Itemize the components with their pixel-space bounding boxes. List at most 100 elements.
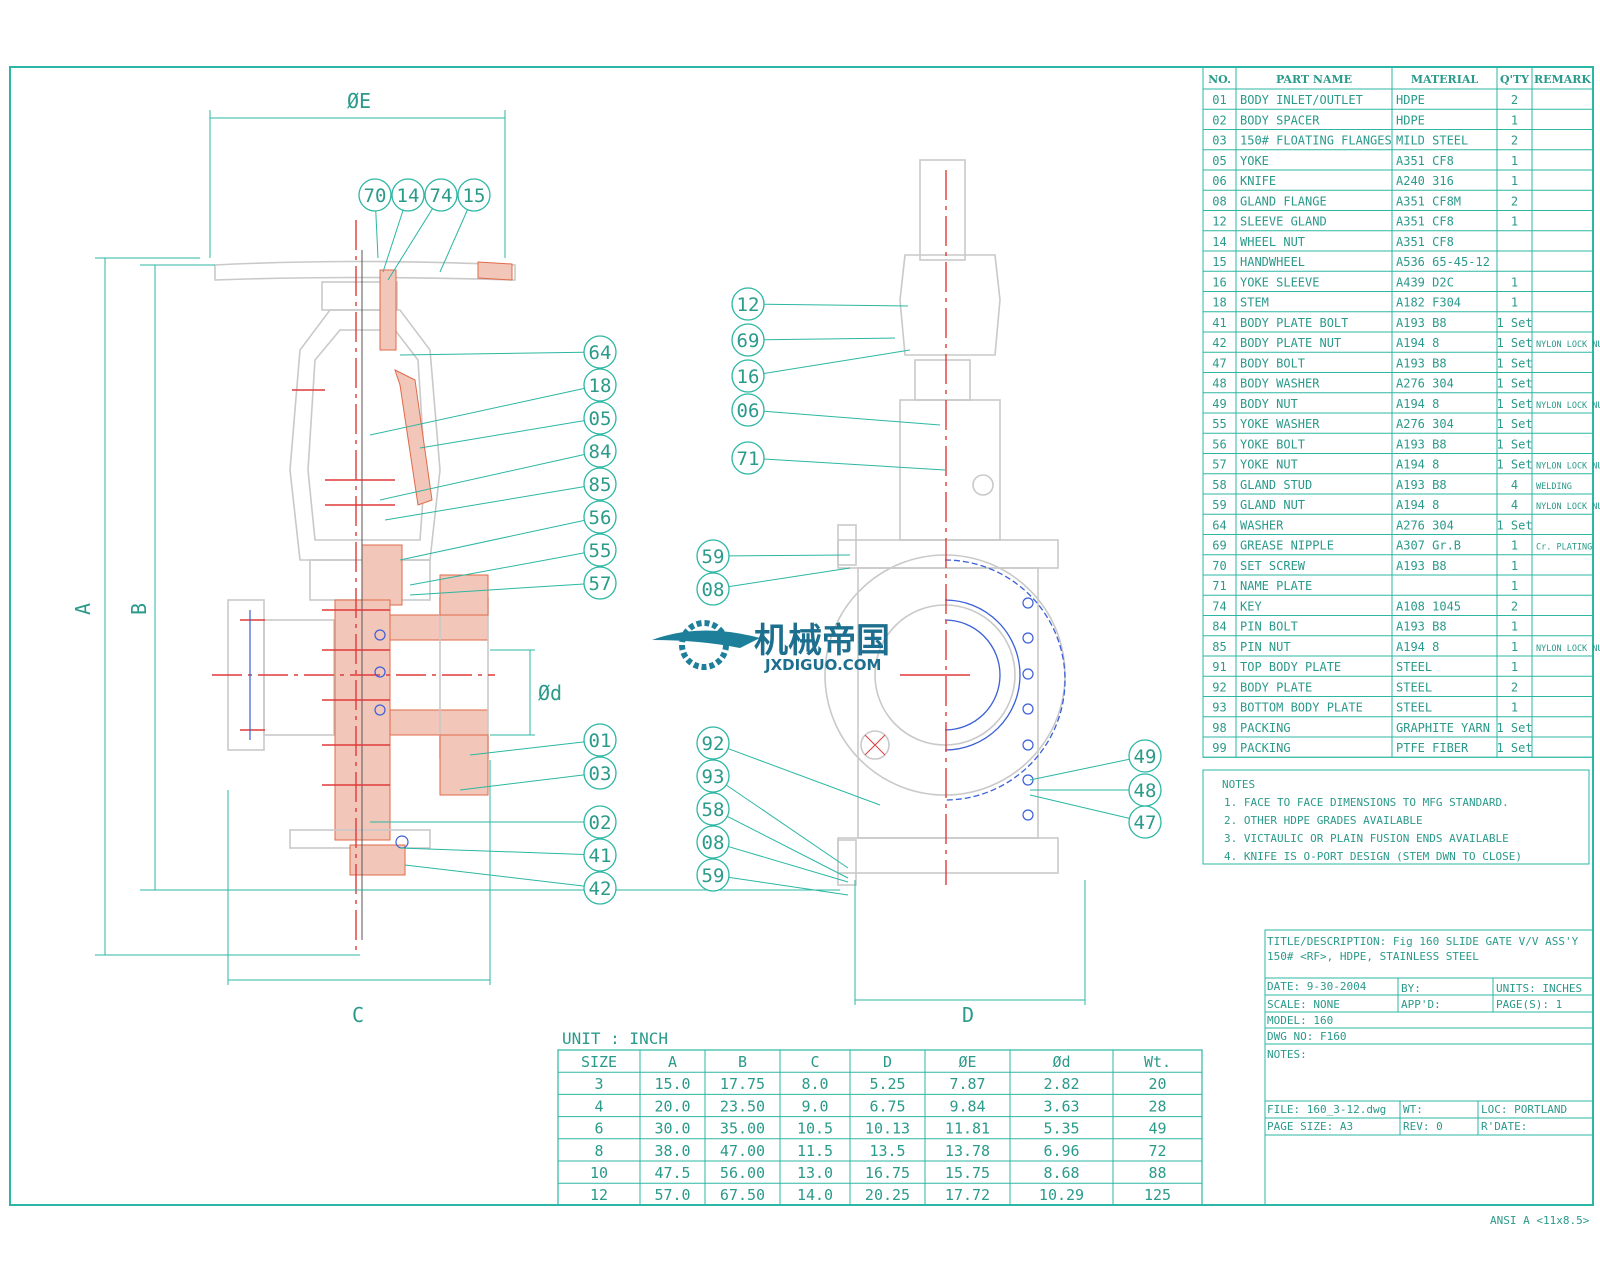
balloon-label: 05 bbox=[589, 408, 612, 430]
watermark-cn: 机械帝国 bbox=[754, 621, 890, 661]
dim-header-6: Ød bbox=[1052, 1053, 1070, 1071]
parts-cell: 48 bbox=[1212, 377, 1226, 391]
parts-cell: A194 8 bbox=[1396, 458, 1439, 472]
title-line1: TITLE/DESCRIPTION: Fig 160 SLIDE GATE V/… bbox=[1267, 935, 1579, 948]
parts-cell: 1 bbox=[1511, 174, 1518, 188]
balloon-label: 01 bbox=[589, 730, 612, 752]
parts-cell: 18 bbox=[1212, 296, 1226, 310]
parts-cell: 150# FLOATING FLANGES bbox=[1240, 134, 1392, 148]
dim-cell: 11.5 bbox=[797, 1142, 833, 1160]
balloon-85: 85 bbox=[384, 467, 617, 521]
title-pages: PAGE(S): 1 bbox=[1496, 998, 1562, 1011]
dim-label-A: A bbox=[71, 603, 95, 615]
title-date: DATE: 9-30-2004 bbox=[1267, 980, 1367, 993]
dim-cell: 88 bbox=[1148, 1164, 1166, 1182]
dim-cell: 20.0 bbox=[654, 1097, 690, 1115]
parts-cell: KNIFE bbox=[1240, 174, 1276, 188]
parts-cell: A351 CF8 bbox=[1396, 235, 1454, 249]
parts-cell: 2 bbox=[1511, 680, 1518, 694]
parts-cell: 42 bbox=[1212, 336, 1226, 350]
title-model: MODEL: 160 bbox=[1267, 1014, 1333, 1027]
title-rev: REV: 0 bbox=[1403, 1120, 1443, 1133]
parts-cell: GLAND FLANGE bbox=[1240, 194, 1327, 208]
balloon-label: 57 bbox=[589, 573, 612, 595]
parts-cell: A240 316 bbox=[1396, 174, 1454, 188]
parts-cell: A193 B8 bbox=[1396, 478, 1447, 492]
parts-cell: 1 Set bbox=[1496, 397, 1532, 411]
dim-cell: 8.0 bbox=[801, 1075, 828, 1093]
parts-cell: NYLON LOCK NUT bbox=[1536, 502, 1600, 512]
balloon-48: 48 bbox=[1030, 773, 1162, 807]
balloon-label: 15 bbox=[463, 185, 486, 207]
parts-header-3: Q'TY bbox=[1500, 73, 1529, 86]
parts-cell: 58 bbox=[1212, 478, 1226, 492]
parts-cell: 1 Set bbox=[1496, 437, 1532, 451]
parts-cell: 64 bbox=[1212, 518, 1226, 532]
parts-cell: 2 bbox=[1511, 93, 1518, 107]
title-file: FILE: 160_3-12.dwg bbox=[1267, 1103, 1386, 1116]
balloon-label: 85 bbox=[589, 474, 612, 496]
balloon-label: 16 bbox=[737, 366, 760, 388]
title-notes: NOTES: bbox=[1267, 1048, 1307, 1061]
balloon-59: 59 bbox=[696, 858, 849, 896]
parts-cell: Cr. PLATING bbox=[1536, 543, 1592, 553]
note-2: 2. OTHER HDPE GRADES AVAILABLE bbox=[1224, 814, 1423, 827]
parts-cell: 2 bbox=[1511, 599, 1518, 613]
balloon-47: 47 bbox=[1029, 794, 1162, 839]
title-apprd: APP'D: bbox=[1401, 998, 1441, 1011]
parts-cell: PACKING bbox=[1240, 741, 1291, 755]
parts-header-2: MATERIAL bbox=[1411, 73, 1479, 86]
parts-cell: NYLON LOCK NUT bbox=[1536, 340, 1600, 350]
parts-cell: 74 bbox=[1212, 599, 1226, 613]
balloon-label: 74 bbox=[430, 185, 453, 207]
dim-header-1: A bbox=[668, 1053, 677, 1071]
parts-cell: 4 bbox=[1511, 498, 1518, 512]
parts-cell: 59 bbox=[1212, 498, 1226, 512]
dim-cell: 14.0 bbox=[797, 1186, 833, 1204]
parts-cell: STEEL bbox=[1396, 701, 1432, 715]
dim-cell: 47.5 bbox=[654, 1164, 690, 1182]
balloon-label: 14 bbox=[397, 185, 420, 207]
dim-cell: 30.0 bbox=[654, 1120, 690, 1138]
dim-cell: 17.75 bbox=[720, 1075, 765, 1093]
dim-cell: 6.96 bbox=[1043, 1142, 1079, 1160]
dim-cell: 28 bbox=[1148, 1097, 1166, 1115]
right-elevation-view bbox=[824, 159, 1066, 886]
parts-cell: 05 bbox=[1212, 154, 1226, 168]
parts-cell: NYLON LOCK NUT bbox=[1536, 401, 1600, 411]
gear-icon bbox=[679, 620, 729, 670]
dim-cell: 6.75 bbox=[869, 1097, 905, 1115]
balloon-label: 59 bbox=[702, 865, 725, 887]
parts-cell: 85 bbox=[1212, 640, 1226, 654]
parts-cell: 1 Set bbox=[1496, 417, 1532, 431]
balloon-58: 58 bbox=[696, 792, 849, 879]
dim-cell: 16.75 bbox=[865, 1164, 910, 1182]
title-loc: LOC: PORTLAND bbox=[1481, 1103, 1567, 1116]
parts-cell: 1 bbox=[1511, 620, 1518, 634]
dim-cell: 8.68 bbox=[1043, 1164, 1079, 1182]
dim-cell: 8 bbox=[594, 1142, 603, 1160]
balloon-label: 02 bbox=[589, 812, 612, 834]
parts-cell: SLEEVE GLAND bbox=[1240, 215, 1327, 229]
parts-cell: 1 Set bbox=[1496, 518, 1532, 532]
dim-header-7: Wt. bbox=[1144, 1053, 1171, 1071]
parts-cell: 4 bbox=[1511, 478, 1518, 492]
parts-cell: A193 B8 bbox=[1396, 620, 1447, 634]
balloon-08: 08 bbox=[696, 825, 849, 883]
parts-cell: A276 304 bbox=[1396, 417, 1454, 431]
parts-cell: NYLON LOCK NUT bbox=[1536, 462, 1600, 472]
parts-cell: HDPE bbox=[1396, 113, 1425, 127]
balloon-label: 42 bbox=[589, 878, 612, 900]
dim-cell: 11.81 bbox=[945, 1120, 990, 1138]
parts-cell: A307 Gr.B bbox=[1396, 539, 1461, 553]
balloon-08: 08 bbox=[696, 567, 851, 606]
